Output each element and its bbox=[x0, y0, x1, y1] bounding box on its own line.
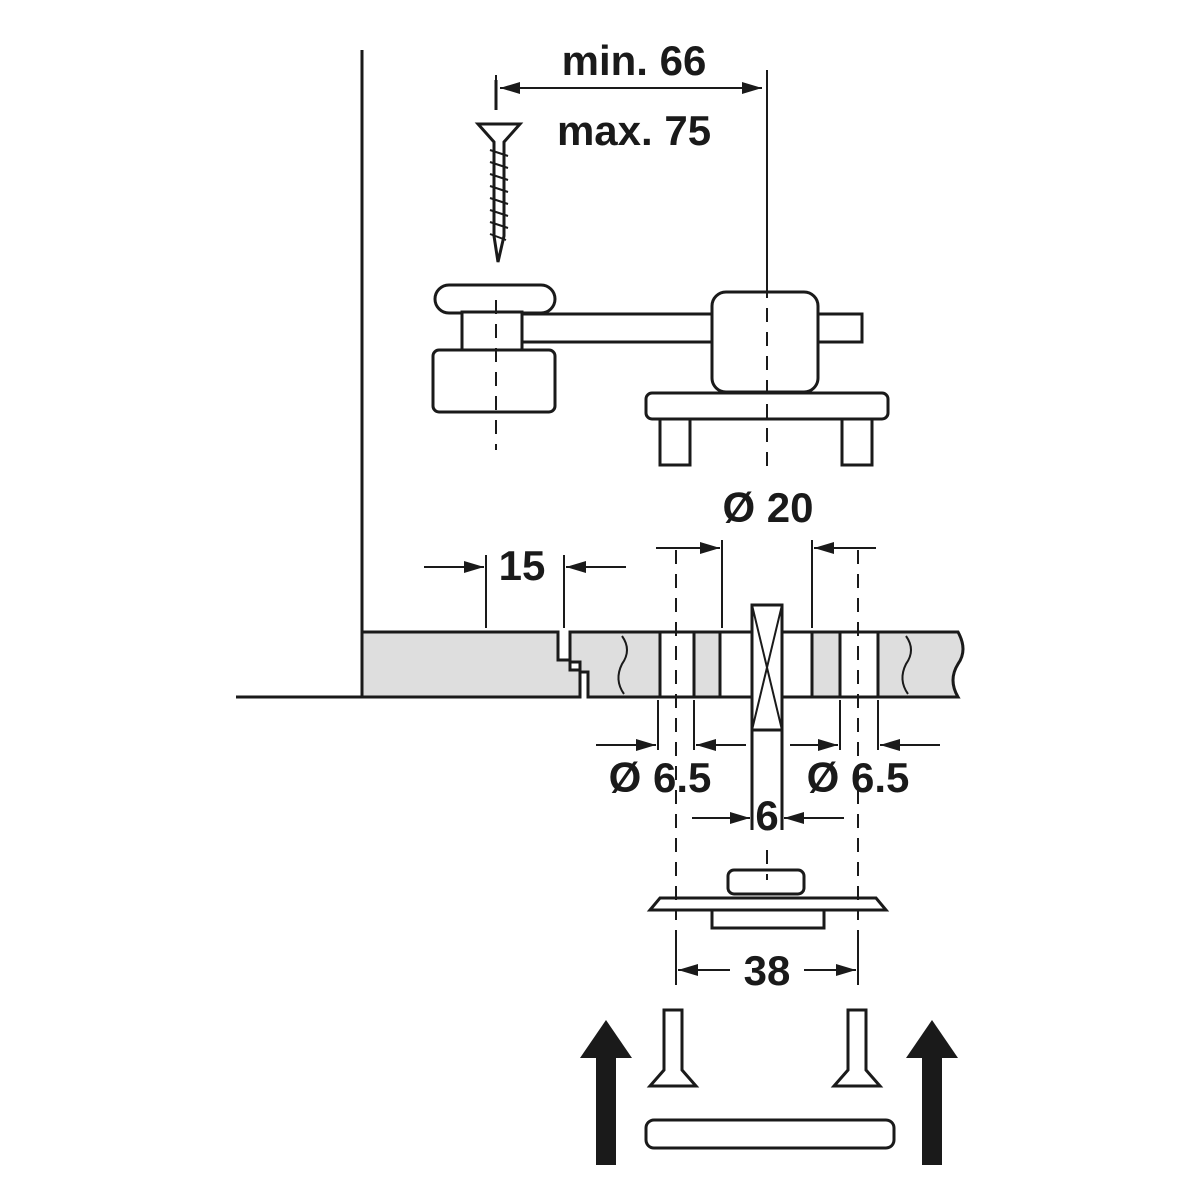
dim-max-75: max. 75 bbox=[557, 107, 711, 154]
machine-screw-right bbox=[830, 1008, 884, 1088]
connector-fitting bbox=[431, 283, 890, 467]
arrow-up-icon-right bbox=[906, 1020, 958, 1165]
center-lines bbox=[495, 260, 859, 920]
thin-panel bbox=[750, 603, 784, 830]
dim-bore-20: Ø 20 bbox=[722, 484, 813, 531]
dimension-lines bbox=[424, 70, 940, 985]
arrow-up-icon-left bbox=[580, 1020, 632, 1165]
machine-screw-left bbox=[646, 1008, 700, 1088]
wood-screw bbox=[474, 122, 524, 263]
dim-hole-left: Ø 6.5 bbox=[609, 754, 712, 801]
dim-thickness-6: 6 bbox=[755, 792, 778, 839]
mounting-plate bbox=[646, 868, 890, 930]
dim-plate-38: 38 bbox=[744, 947, 791, 994]
horizontal-board bbox=[360, 630, 965, 699]
dim-edge-15: 15 bbox=[499, 542, 546, 589]
bottom-rail bbox=[644, 1118, 896, 1150]
dim-hole-right: Ø 6.5 bbox=[807, 754, 910, 801]
dim-min-66: min. 66 bbox=[562, 37, 707, 84]
side-panel bbox=[236, 50, 364, 699]
